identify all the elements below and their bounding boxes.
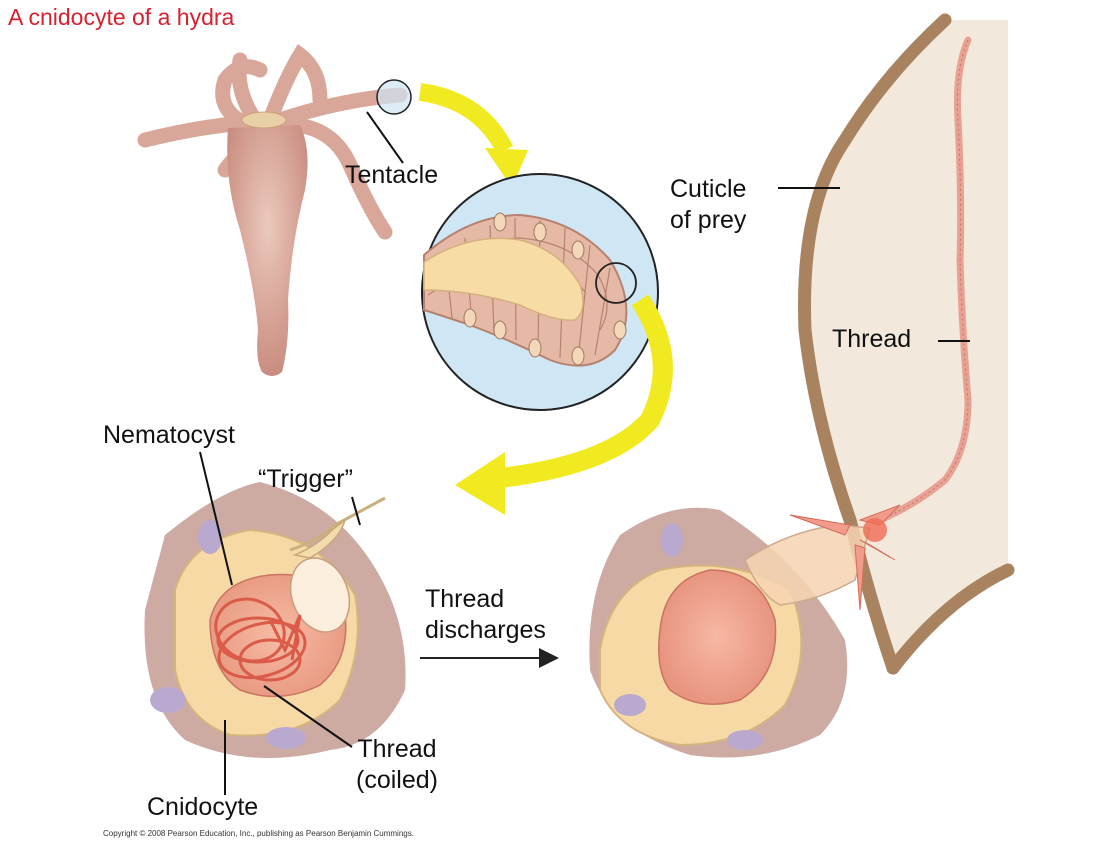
label-thread-coiled-line-1: Thread [357,735,437,763]
nucleus [150,687,186,713]
label-thread-coiled-line-2: (coiled) [356,766,438,794]
nucleus [661,523,683,557]
label-cuticle-line-1: Cuticle [670,175,747,203]
tentacle-tip-highlight [376,79,412,115]
nucleus [614,694,646,716]
hydra-illustration [137,44,408,376]
coiled-thread [214,597,307,682]
label-thread-discharges-line-2: discharges [425,616,546,644]
diagram-title: A cnidocyte of a hydra [8,4,235,30]
zoom-arrow-2 [455,294,673,515]
label-trigger: “Trigger” [258,465,353,493]
label-nematocyst: Nematocyst [103,421,235,449]
zoom-arrow-1 [418,83,528,188]
tentacle-zoom-view [421,173,659,411]
label-cnidocyte: Cnidocyte [147,793,259,821]
nucleus [727,730,763,750]
label-thread-discharged: Thread [832,325,912,353]
label-cuticle-of-prey: Cuticle of prey [670,174,746,236]
label-thread-discharges: Thread discharges [425,584,546,646]
copyright-notice: Copyright © 2008 Pearson Education, Inc.… [103,829,414,838]
label-thread-coiled: Thread (coiled) [356,734,438,796]
nucleus [198,520,222,554]
leader-lines [199,187,970,795]
label-thread-discharges-line-1: Thread [425,585,505,613]
cnidocyte-coiled [144,482,406,758]
cnidocyte-highlight [595,262,637,304]
label-tentacle: Tentacle [345,161,439,189]
label-cuticle-line-2: of prey [670,206,747,234]
cnidocyte-discharged [589,504,901,758]
nucleus [266,727,306,749]
